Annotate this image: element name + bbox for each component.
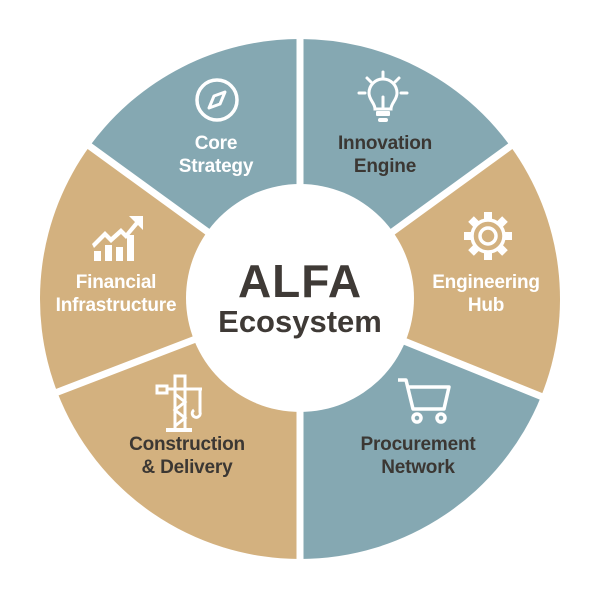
title-line-1: ALFA bbox=[237, 255, 363, 307]
label-financial-infrastructure: Financial Infrastructure bbox=[56, 271, 177, 317]
center-title: ALFA Ecosystem bbox=[218, 257, 382, 339]
label-line: Infrastructure bbox=[55, 295, 177, 316]
gear-tooth bbox=[495, 243, 508, 256]
label-core-strategy: Core Strategy bbox=[178, 132, 254, 178]
label-line: Hub bbox=[467, 295, 505, 316]
gear-tooth bbox=[484, 251, 492, 260]
label-line: Financial bbox=[75, 272, 157, 293]
shopping-cart-icon bbox=[398, 378, 451, 424]
label-innovation-engine: Innovation Engine bbox=[338, 132, 432, 178]
gear-tooth bbox=[464, 232, 473, 240]
title-line-2: Ecosystem bbox=[218, 304, 382, 339]
compass-icon bbox=[195, 78, 239, 122]
gear-tooth bbox=[503, 232, 512, 240]
growth-chart-icon bbox=[92, 216, 143, 261]
label-line: Engineering bbox=[432, 272, 540, 293]
label-line: Procurement bbox=[360, 434, 476, 455]
lightbulb-icon bbox=[357, 70, 409, 122]
label-line: Innovation bbox=[337, 133, 433, 154]
gear-icon bbox=[464, 212, 512, 260]
gear-tooth bbox=[484, 212, 492, 221]
label-engineering-hub: Engineering Hub bbox=[432, 271, 540, 317]
label-line: Strategy bbox=[178, 156, 254, 177]
label-line: Core bbox=[194, 133, 238, 154]
segment-construction-delivery bbox=[39, 146, 300, 393]
gear-tooth bbox=[468, 216, 481, 229]
label-procurement-network: Procurement Network bbox=[360, 433, 475, 479]
segment-innovation-engine bbox=[300, 146, 561, 397]
crane-icon bbox=[155, 374, 202, 432]
center-circle bbox=[186, 184, 414, 412]
gear-tooth bbox=[468, 243, 481, 256]
label-line: Network bbox=[381, 457, 455, 478]
label-construction-delivery: Construction & Delivery bbox=[129, 433, 245, 479]
label-line: & Delivery bbox=[141, 457, 233, 478]
label-line: Construction bbox=[129, 434, 245, 455]
label-line: Engine bbox=[353, 156, 417, 177]
gear-tooth bbox=[495, 216, 508, 229]
